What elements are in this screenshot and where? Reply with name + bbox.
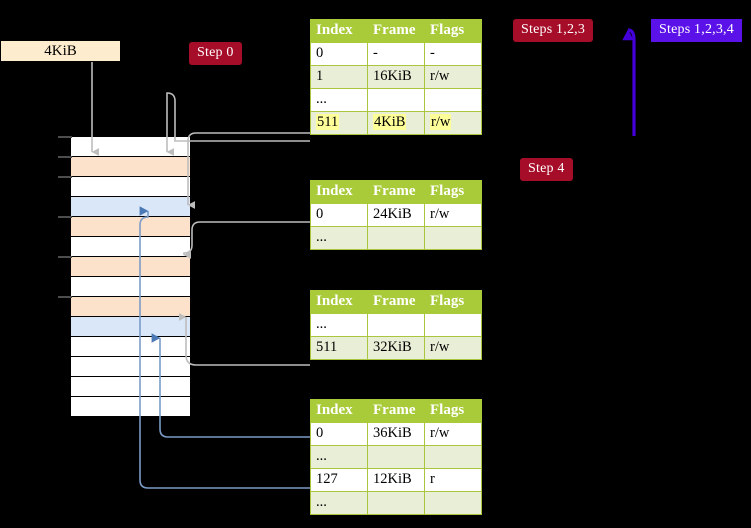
memory-boundary-tick xyxy=(58,216,72,218)
memory-frame-row xyxy=(70,216,191,237)
table-row: 511 4KiB r/w xyxy=(310,111,482,135)
table-cell xyxy=(367,445,425,469)
table-cell: r/w xyxy=(424,203,482,227)
table-row: ... xyxy=(310,491,482,515)
table-cell xyxy=(424,445,482,469)
table-cell: 511 xyxy=(310,111,368,135)
column-header-flags: Flags xyxy=(424,180,482,204)
steps-123-badge: Steps 1,2,3 xyxy=(513,19,594,42)
table-cell: 511 xyxy=(310,336,368,360)
memory-frame-row xyxy=(70,156,191,177)
table-cell: r/w xyxy=(424,111,482,135)
table-cell: ... xyxy=(310,313,368,337)
memory-frame-row xyxy=(70,136,191,157)
table-row: 0-- xyxy=(310,42,482,66)
memory-frame-row xyxy=(70,196,191,217)
table-cell: 16KiB xyxy=(367,65,425,89)
memory-frame-row xyxy=(70,396,191,417)
table-cell: 0 xyxy=(310,203,368,227)
table-cell: 32KiB xyxy=(367,336,425,360)
table-cell: - xyxy=(367,42,425,66)
table-row: ... xyxy=(310,445,482,469)
memory-frame-row xyxy=(70,376,191,397)
steps-1234-label: Steps 1,2,3,4 xyxy=(659,22,734,37)
memory-frame-row xyxy=(70,176,191,197)
table-cell: ... xyxy=(310,445,368,469)
table-cell: 0 xyxy=(310,42,368,66)
column-header-index: Index xyxy=(310,180,368,204)
memory-frame-row xyxy=(70,236,191,257)
memory-boundary-tick xyxy=(58,296,72,298)
physical-memory-block xyxy=(70,136,191,417)
table-cell: 24KiB xyxy=(367,203,425,227)
table-row: ... xyxy=(310,88,482,112)
column-header-frame: Frame xyxy=(367,180,425,204)
table-cell xyxy=(367,88,425,112)
column-header-flags: Flags xyxy=(424,290,482,314)
table-cell: 0 xyxy=(310,422,368,446)
table-cell: r/w xyxy=(424,422,482,446)
highlighted-value: r/w xyxy=(430,114,452,130)
column-header-frame: Frame xyxy=(367,19,425,43)
table-cell: 36KiB xyxy=(367,422,425,446)
memory-frame-row xyxy=(70,316,191,337)
table-row: ... xyxy=(310,313,482,337)
memory-frame-row xyxy=(70,336,191,357)
highlighted-value: 511 xyxy=(316,114,340,130)
table-cell xyxy=(424,88,482,112)
table-cell: ... xyxy=(310,491,368,515)
table-cell: 12KiB xyxy=(367,468,425,492)
memory-frame-row xyxy=(70,276,191,297)
table-cell: r xyxy=(424,468,482,492)
step-4-badge: Step 4 xyxy=(520,158,573,181)
table-cell xyxy=(424,491,482,515)
table-cell xyxy=(367,491,425,515)
memory-frame-row xyxy=(70,296,191,317)
table-cell: 4KiB xyxy=(367,111,425,135)
column-header-index: Index xyxy=(310,19,368,43)
column-header-flags: Flags xyxy=(424,19,482,43)
column-header-index: Index xyxy=(310,399,368,423)
memory-boundary-tick xyxy=(58,136,72,138)
table-cell xyxy=(367,313,425,337)
memory-size-label: 4KiB xyxy=(44,43,77,59)
step-0-label: Step 0 xyxy=(197,45,234,60)
table-cell xyxy=(424,313,482,337)
table-cell: 127 xyxy=(310,468,368,492)
table-cell: r/w xyxy=(424,336,482,360)
table-cell xyxy=(424,226,482,250)
memory-boundary-tick xyxy=(58,256,72,258)
table-cell: - xyxy=(424,42,482,66)
highlighted-value: 4KiB xyxy=(373,114,407,130)
table-row: ... xyxy=(310,226,482,250)
table-cell: ... xyxy=(310,226,368,250)
column-header-index: Index xyxy=(310,290,368,314)
table-cell: 1 xyxy=(310,65,368,89)
column-header-frame: Frame xyxy=(367,399,425,423)
column-header-frame: Frame xyxy=(367,290,425,314)
step-4-label: Step 4 xyxy=(528,161,565,176)
step-0-badge: Step 0 xyxy=(189,42,242,65)
table-cell xyxy=(367,226,425,250)
memory-boundary-tick xyxy=(58,156,72,158)
column-header-flags: Flags xyxy=(424,399,482,423)
steps-123-label: Steps 1,2,3 xyxy=(521,22,586,37)
table-cell: ... xyxy=(310,88,368,112)
memory-frame-row xyxy=(70,256,191,277)
memory-boundary-tick xyxy=(58,176,72,178)
memory-frame-row xyxy=(70,356,191,377)
memory-size-box: 4KiB xyxy=(0,40,121,62)
steps-1234-badge: Steps 1,2,3,4 xyxy=(651,19,742,42)
table-cell: r/w xyxy=(424,65,482,89)
